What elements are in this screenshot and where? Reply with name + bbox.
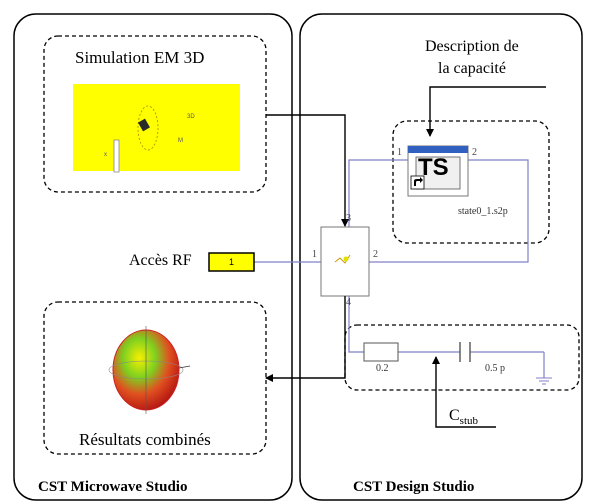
- simulation-label: Simulation EM 3D: [75, 48, 205, 67]
- capacitor[interactable]: [459, 342, 471, 362]
- circuit-wires: [254, 159, 545, 378]
- design-studio-panel: [299, 13, 583, 501]
- touchstone-filename: state0_1.s2p: [458, 206, 508, 217]
- resistor-value: 0.2: [376, 363, 389, 374]
- block-port-right: 2: [373, 249, 378, 260]
- touchstone-port-in: 1: [397, 147, 402, 158]
- central-block[interactable]: [320, 226, 370, 297]
- results-group: [43, 301, 267, 455]
- simulation-board[interactable]: [73, 84, 240, 171]
- touchstone-port-out: 2: [472, 147, 477, 158]
- capacitance-description-line2: la capacité: [438, 60, 506, 77]
- stub-group: [344, 324, 580, 391]
- c-stub-label: Cstub: [449, 407, 478, 427]
- simulation-geometry: 3D M x: [104, 105, 195, 173]
- design-studio-title: CST Design Studio: [353, 479, 475, 495]
- capacitor-value: 0.5 p: [485, 363, 505, 374]
- block-port-left: 1: [312, 249, 317, 260]
- svg-text:M: M: [178, 138, 183, 144]
- rf-access-label: Accès RF: [129, 252, 192, 269]
- results-label: Résultats combinés: [79, 430, 211, 449]
- shortcut-arrow-icon: [410, 175, 425, 190]
- microwave-studio-title: CST Microwave Studio: [38, 479, 188, 495]
- svg-text:x: x: [104, 152, 107, 158]
- microwave-studio-panel: [13, 13, 293, 501]
- central-block-icon: [334, 254, 351, 264]
- svg-text:3D: 3D: [187, 114, 195, 120]
- c-stub-sub: stub: [459, 415, 479, 428]
- block-port-bottom: 4: [346, 297, 351, 308]
- touchstone-badge: TS: [418, 154, 449, 181]
- black-arrows: [265, 86, 546, 428]
- capacitance-group: [392, 120, 550, 244]
- ground-symbol: [536, 377, 552, 385]
- capacitance-description-line1: Description de: [425, 38, 519, 55]
- block-port-top: 3: [346, 213, 351, 224]
- radiation-pattern-sphere: [108, 326, 191, 414]
- rf-port-box[interactable]: [208, 252, 255, 272]
- rf-port-number: 1: [229, 257, 235, 267]
- simulation-group: [43, 35, 267, 193]
- resistor[interactable]: [363, 342, 399, 362]
- c-stub-main: C: [449, 407, 460, 424]
